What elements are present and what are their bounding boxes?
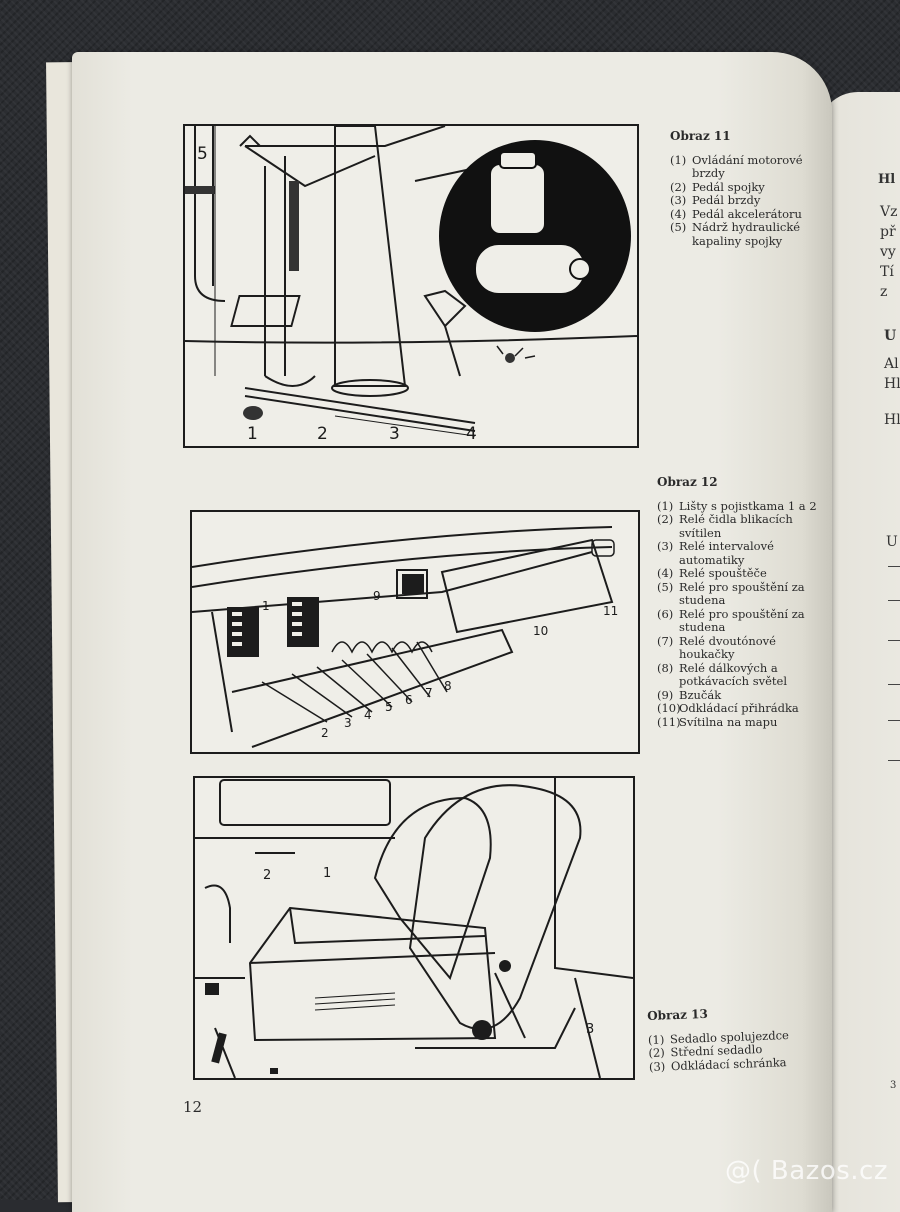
figure-13-legend: Obraz 13 (1)Sedadlo spolujezdce (2)Střed… — [647, 1004, 819, 1074]
figure-11-legend: Obraz 11 (1)Ovládání motorové brzdy (2)P… — [670, 129, 810, 248]
figure-11-title: Obraz 11 — [670, 129, 731, 143]
figure-13-callout: 1 — [323, 866, 332, 881]
legend-item: (1)Lišty s pojistkama 1 a 2 — [657, 498, 817, 513]
legend-item: (4)Relé spouštěče — [657, 566, 767, 580]
legend-item: (10)Odkládací přihrádka — [657, 701, 799, 715]
figure-12-callout: 8 — [444, 679, 452, 693]
legend-item: (3)Relé intervalové automatiky — [657, 539, 774, 567]
figure-12-callout: 11 — [603, 604, 619, 618]
right-page-fragment: U — [884, 328, 897, 344]
right-page-fragment: Tí — [880, 264, 894, 280]
figure-12-callout: 1 — [262, 599, 270, 613]
figure-11-callout: 2 — [317, 424, 328, 444]
figure-12-legend: Obraz 12 (1)Lišty s pojistkama 1 a 2 (2)… — [657, 475, 817, 729]
right-page-fragment: Al — [884, 356, 899, 372]
right-page-fragment: 3 — [890, 1080, 897, 1091]
figure-12-callout: 3 — [344, 716, 352, 730]
figure-12-callout: 9 — [373, 589, 381, 603]
right-page-fragment: Hl — [878, 172, 896, 187]
figure-12-callout: 4 — [364, 708, 372, 722]
figure-12-callout: 7 — [425, 686, 433, 700]
right-page-fragment: Hl — [884, 376, 900, 392]
legend-item: (11)Svítilna na mapu — [657, 714, 778, 729]
legend-item: (5)Nádrž hydraulické kapaliny spojky — [670, 220, 801, 248]
figure-12-callout: 2 — [321, 726, 329, 740]
dashboard-relay-drawing — [192, 526, 615, 748]
legend-item: (3)Pedál brzdy — [670, 193, 761, 207]
right-page-fragment: Hl — [884, 412, 900, 428]
figure-12-callout: 10 — [533, 624, 549, 638]
legend-item: (2)Pedál spojky — [670, 179, 765, 194]
right-page-fragment: vy — [880, 244, 896, 260]
pedal-assembly-drawing — [185, 126, 637, 437]
figure-11-callout: 5 — [197, 144, 208, 164]
figure-12-title: Obraz 12 — [657, 475, 718, 489]
figure-12-callout: 6 — [405, 693, 413, 707]
legend-item: (8)Relé dálkových a potkávacích světel — [657, 660, 788, 688]
legend-item: (4)Pedál akcelerátoru — [670, 206, 802, 221]
page-number: 12 — [183, 1098, 203, 1116]
legend-item: (6)Relé pro spouštění za studena — [657, 606, 805, 634]
figure-11-illustration — [183, 124, 639, 448]
figure-12-illustration — [190, 510, 640, 754]
right-page-fragment: U — [886, 534, 898, 550]
right-page-fragment: Vz — [880, 204, 898, 220]
legend-item: (9)Bzučák — [657, 687, 722, 702]
figure-12-callout: 5 — [385, 700, 393, 714]
watermark: @( Bazos.cz — [725, 1156, 888, 1186]
right-page-fragment: př — [880, 224, 896, 240]
legend-item: (1)Ovládání motorové brzdy — [670, 152, 803, 180]
figure-13-callout: 3 — [586, 1022, 595, 1037]
right-page-fragment: z — [880, 284, 888, 300]
figure-11-callout: 3 — [389, 424, 400, 444]
figure-11-callout: 1 — [247, 424, 258, 444]
figure-13-callout: 2 — [263, 868, 272, 883]
legend-item: (7)Relé dvoutónové houkačky — [657, 633, 776, 661]
cab-seats-drawing — [195, 778, 633, 1078]
figure-13-illustration — [193, 776, 635, 1080]
legend-item: (2)Relé čidla blikacích svítilen — [657, 512, 793, 540]
figure-11-callout: 4 — [466, 424, 477, 444]
legend-item: (5)Relé pro spouštění za studena — [657, 579, 805, 607]
